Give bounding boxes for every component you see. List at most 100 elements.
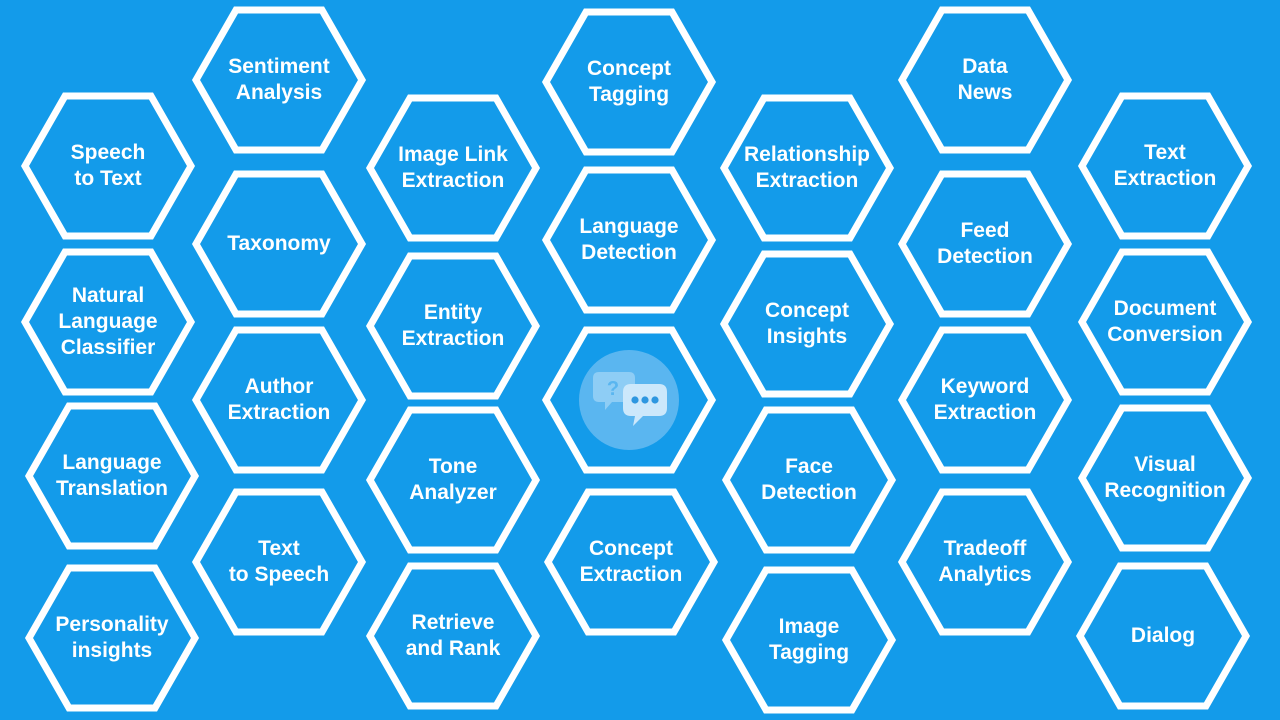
hexagon-author-extraction: Author Extraction: [191, 326, 367, 474]
hexagon-concept-insights: Concept Insights: [719, 250, 895, 398]
hexagon-outline: [541, 8, 717, 156]
hexagon-shape: [191, 488, 367, 636]
hexagon-shape: [365, 406, 541, 554]
service-label: Concept Extraction: [579, 537, 683, 586]
hexagon-shape: [541, 8, 717, 156]
hexagon-retrieve-and-rank: Retrieve and Rank: [365, 562, 541, 710]
hexagon-outline: [719, 250, 895, 398]
hexagon-relationship-extraction: Relationship Extraction: [719, 94, 895, 242]
service-label: Text to Speech: [228, 537, 330, 586]
hexagon-shape: [191, 6, 367, 154]
question-mark: ?: [607, 378, 619, 400]
service-label: Feed Detection: [937, 219, 1033, 268]
chat-bubbles-icon: ?: [579, 350, 679, 450]
hexagon-shape: [719, 94, 895, 242]
hexagon-shape: [1077, 404, 1253, 552]
hexagon-outline: [365, 406, 541, 554]
bubble-dot-2: [641, 396, 649, 404]
hexagon-outline: [191, 170, 367, 318]
hexagon-shape: [721, 406, 897, 554]
hexagon-outline: [897, 6, 1073, 154]
hexagon-face-detection: Face Detection: [721, 406, 897, 554]
hexagon-image-tagging: Image Tagging: [721, 566, 897, 714]
hexagon-tone-analyzer: Tone Analyzer: [365, 406, 541, 554]
service-label: Data News: [957, 55, 1013, 104]
dots-bubble: [623, 384, 667, 426]
hexagon-outline: [365, 252, 541, 400]
service-label: Visual Recognition: [1104, 453, 1226, 502]
hexagon-text-to-speech: Text to Speech: [191, 488, 367, 636]
hexagon-outline: [721, 406, 897, 554]
hexagon-outline: [20, 92, 196, 240]
hexagon-sentiment-analysis: Sentiment Analysis: [191, 6, 367, 154]
service-label: Author Extraction: [227, 375, 331, 424]
service-label: Language Detection: [579, 215, 679, 264]
hexagon-shape: [541, 166, 717, 314]
hexagon-outline: [191, 326, 367, 474]
hexagon-outline: [541, 166, 717, 314]
service-label: Keyword Extraction: [933, 375, 1037, 424]
hexagon-outline: [24, 402, 200, 550]
hexagon-shape: [719, 250, 895, 398]
hexagon-shape: [1077, 92, 1253, 240]
hexagon-dialog: Dialog: [1075, 562, 1251, 710]
hexagon-shape: [24, 402, 200, 550]
hexagon-concept-extraction: Concept Extraction: [543, 488, 719, 636]
hexagon-outline: [24, 564, 200, 712]
service-label: Language Translation: [55, 451, 169, 500]
service-label: Text Extraction: [1113, 141, 1217, 190]
hexagon-document-conversion: Document Conversion: [1077, 248, 1253, 396]
hexagon-shape: [897, 170, 1073, 318]
hexagon-shape: [20, 92, 196, 240]
service-label: Concept Insights: [765, 299, 849, 348]
hexagon-shape: [191, 326, 367, 474]
hexagon-shape: [24, 564, 200, 712]
hexagon-outline: [191, 6, 367, 154]
service-label: Document Conversion: [1107, 297, 1223, 346]
hexagon-outline: [191, 488, 367, 636]
hexagon-outline: [365, 94, 541, 242]
service-label: Sentiment Analysis: [228, 55, 330, 104]
hexagon-visual-recognition: Visual Recognition: [1077, 404, 1253, 552]
hexagon-feed-detection: Feed Detection: [897, 170, 1073, 318]
service-label: Taxonomy: [227, 232, 331, 255]
hexagon-outline: [1077, 92, 1253, 240]
hexagon-shape: [1077, 248, 1253, 396]
hexagon-shape: [365, 94, 541, 242]
service-label: Entity Extraction: [401, 301, 505, 350]
hexagon-speech-to-text: Speech to Text: [20, 92, 196, 240]
hexagon-shape: [191, 170, 367, 318]
service-label: Image Tagging: [768, 615, 850, 664]
hexagon-taxonomy: Taxonomy: [191, 170, 367, 318]
hexagon-text-extraction: Text Extraction: [1077, 92, 1253, 240]
service-label: Face Detection: [761, 455, 857, 504]
hexagon-outline: [365, 562, 541, 710]
hexagon-keyword-extraction: Keyword Extraction: [897, 326, 1073, 474]
service-label: Relationship Extraction: [743, 143, 870, 192]
service-label: Tradeoff Analytics: [938, 537, 1032, 586]
hexagon-shape: [1075, 562, 1251, 710]
hexagon-center-icon: ?: [541, 326, 717, 474]
service-label: Dialog: [1130, 624, 1196, 647]
hexagon-outline: [20, 248, 196, 396]
service-label: Speech to Text: [70, 141, 146, 190]
hexagon-shape: [365, 562, 541, 710]
service-label: Natural Language Classifier: [58, 284, 158, 359]
hexagon-concept-tagging: Concept Tagging: [541, 8, 717, 156]
hexagon-image-link-extraction: Image Link Extraction: [365, 94, 541, 242]
hexagon-outline: [1075, 562, 1251, 710]
hexagon-language-detection: Language Detection: [541, 166, 717, 314]
hexagon-shape: [365, 252, 541, 400]
hexagon-data-news: Data News: [897, 6, 1073, 154]
hexagon-shape: [20, 248, 196, 396]
hexagon-outline: [897, 170, 1073, 318]
hexagon-outline: [543, 488, 719, 636]
hexagon-language-translation: Language Translation: [24, 402, 200, 550]
bubble-dot-1: [631, 396, 639, 404]
hexagon-personality-insights: Personality insights: [24, 564, 200, 712]
service-label: Concept Tagging: [587, 57, 671, 106]
hexagon-shape: [897, 488, 1073, 636]
service-label: Image Link Extraction: [398, 143, 508, 192]
hexagon-shape: [897, 326, 1073, 474]
